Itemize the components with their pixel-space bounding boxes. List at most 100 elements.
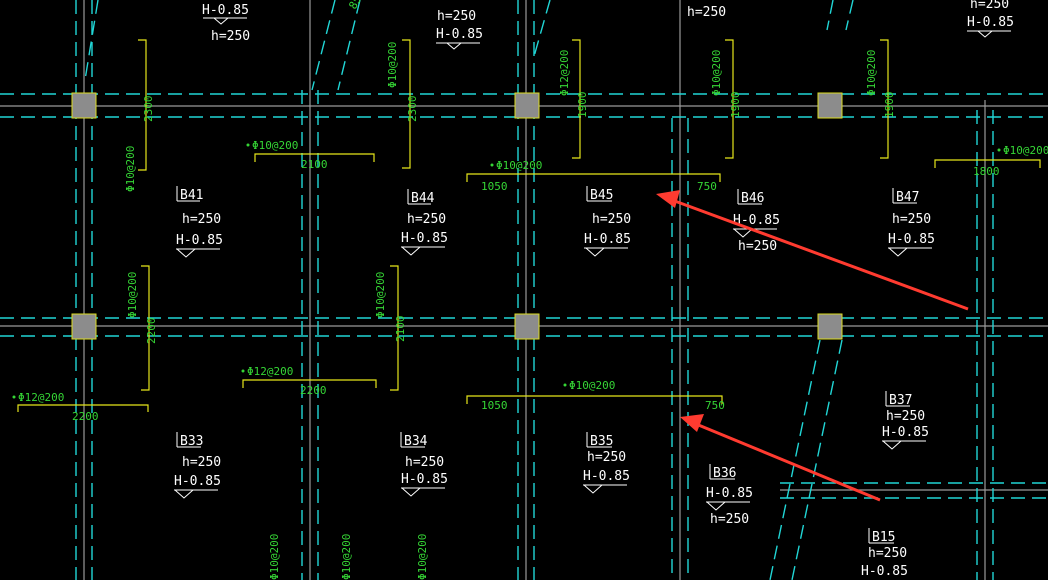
slab-thickness[interactable]: h=250 bbox=[687, 5, 726, 20]
slab-label[interactable]: B35 h=250 H-0.85 bbox=[583, 432, 630, 494]
rebar-spec-label[interactable]: Φ10@200 bbox=[416, 534, 429, 580]
dimension-label[interactable]: 2200 bbox=[145, 318, 158, 345]
rebar-spec-label[interactable]: Φ10@200 bbox=[865, 50, 878, 96]
slab-elevation[interactable]: H-0.85 bbox=[436, 27, 483, 42]
rebar-bracket-vertical bbox=[138, 39, 147, 171]
rebar-spec-label[interactable]: Φ10@200 bbox=[710, 50, 723, 96]
slab-thickness[interactable]: h=250 bbox=[211, 29, 250, 44]
rebar-bracket-vertical bbox=[725, 39, 734, 159]
slab-name: B45 bbox=[590, 188, 613, 203]
column[interactable] bbox=[514, 313, 540, 340]
red-arrow bbox=[671, 198, 969, 311]
slab-label[interactable]: B47 h=250 H-0.85 bbox=[888, 188, 935, 257]
dimension-label[interactable]: 2300 bbox=[406, 96, 419, 123]
rebar-spec-label[interactable]: Φ12@200 bbox=[558, 50, 571, 96]
rebar-bracket-vertical bbox=[880, 39, 889, 159]
slab-elevation: H-0.85 bbox=[401, 472, 448, 487]
column[interactable] bbox=[817, 92, 843, 119]
rebar-marks bbox=[17, 39, 1041, 412]
slab-label[interactable]: B36 H-0.85 h=250 bbox=[706, 464, 753, 527]
slab-name: B44 bbox=[411, 191, 435, 206]
slab-thickness: h=250 bbox=[886, 409, 925, 424]
column[interactable] bbox=[71, 92, 97, 119]
annotation-arrows bbox=[656, 190, 969, 502]
arrowhead-icon bbox=[680, 414, 704, 432]
slab-elevation[interactable]: H-0.85 bbox=[967, 15, 1014, 30]
slab-thickness: h=250 bbox=[592, 212, 631, 227]
slab-thickness[interactable]: h=250 bbox=[437, 9, 476, 24]
slab-label[interactable]: B37 h=250 H-0.85 bbox=[882, 391, 929, 450]
dimension-label[interactable]: 1900 bbox=[729, 92, 742, 119]
slab-thickness: h=250 bbox=[182, 455, 221, 470]
slab-elevation: H-0.85 bbox=[583, 469, 630, 484]
rebar-spec-label[interactable]: Φ10@200 bbox=[126, 272, 139, 318]
slab-thickness: h=250 bbox=[868, 546, 907, 561]
rebar-spec-label[interactable]: Φ10@200 bbox=[374, 272, 387, 318]
dimension-label[interactable]: 2300 bbox=[142, 96, 155, 123]
slab-name: B35 bbox=[590, 434, 613, 449]
slab-elevation: H-0.85 bbox=[401, 231, 448, 246]
rebar-annotations: Φ10@200 Φ10@200 Φ10@200 Φ12@200 Φ10@200 … bbox=[12, 0, 1048, 580]
dimension-label[interactable]: 1900 bbox=[576, 92, 589, 119]
dimension-label[interactable]: 1900 bbox=[883, 92, 896, 119]
columns bbox=[71, 92, 843, 340]
slab-thickness: h=250 bbox=[892, 212, 931, 227]
slab-elevation: H-0.85 bbox=[888, 232, 935, 247]
rebar-bracket-vertical bbox=[141, 265, 150, 391]
slab-label[interactable]: B15 h=250 H-0.85 bbox=[861, 528, 908, 579]
dimension-label[interactable]: 2100 bbox=[394, 316, 407, 343]
column[interactable] bbox=[817, 313, 843, 340]
slab-label[interactable]: B34 h=250 H-0.85 bbox=[400, 432, 448, 497]
dimension-label[interactable]: 85 bbox=[346, 0, 364, 11]
dimension-label[interactable]: 2200 bbox=[300, 384, 327, 397]
rebar-spec-label[interactable]: Φ10@200 bbox=[124, 146, 137, 192]
slab-name: B41 bbox=[180, 188, 203, 203]
slab-name: B36 bbox=[713, 466, 736, 481]
slab-name: B37 bbox=[889, 393, 912, 408]
dimension-label[interactable]: 750 bbox=[697, 180, 717, 193]
rebar-bracket-vertical bbox=[402, 39, 411, 169]
rebar-bracket-horizontal bbox=[254, 153, 375, 162]
rebar-spec-label[interactable]: Φ10@200 bbox=[252, 139, 298, 152]
rebar-bracket-horizontal bbox=[934, 159, 1041, 168]
slab-name: B15 bbox=[872, 530, 895, 545]
rebar-bracket-horizontal bbox=[466, 395, 723, 404]
slab-elevation: H-0.85 bbox=[861, 564, 908, 579]
rebar-spec-label[interactable]: Φ10@200 bbox=[386, 42, 399, 88]
slab-label[interactable]: B44 h=250 H-0.85 bbox=[401, 189, 448, 256]
slab-thickness: h=250 bbox=[710, 512, 749, 527]
rebar-spec-label[interactable]: Φ10@200 bbox=[268, 534, 281, 580]
dimension-label[interactable]: 1800 bbox=[973, 165, 1000, 178]
rebar-spec-label[interactable]: Φ10@200 bbox=[1003, 144, 1048, 157]
rebar-spec-label[interactable]: Φ10@200 bbox=[340, 534, 353, 580]
slab-thickness: h=250 bbox=[405, 455, 444, 470]
slab-thickness[interactable]: h=250 bbox=[970, 0, 1009, 12]
rebar-spec-label[interactable]: Φ10@200 bbox=[569, 379, 615, 392]
slab-thickness: h=250 bbox=[587, 450, 626, 465]
slab-name: B47 bbox=[896, 190, 919, 205]
slab-name: B33 bbox=[180, 434, 203, 449]
top-fragment-labels: H-0.85 h=250 h=250 H-0.85 h=250 h=250 H-… bbox=[202, 0, 1014, 50]
slab-label[interactable]: B33 h=250 H-0.85 bbox=[174, 432, 221, 499]
rebar-bracket-horizontal bbox=[242, 379, 377, 388]
rebar-bracket-horizontal bbox=[17, 404, 149, 412]
slab-label[interactable]: B41 h=250 H-0.85 bbox=[176, 186, 223, 258]
rebar-bracket-vertical bbox=[572, 39, 581, 159]
dimension-label[interactable]: 750 bbox=[705, 399, 725, 412]
column[interactable] bbox=[71, 313, 97, 340]
dimension-label[interactable]: 2100 bbox=[301, 158, 328, 171]
slab-label[interactable]: B46 H-0.85 h=250 bbox=[733, 189, 780, 254]
dimension-label[interactable]: 1050 bbox=[481, 180, 508, 193]
rebar-spec-label[interactable]: Φ10@200 bbox=[496, 159, 542, 172]
slab-elevation[interactable]: H-0.85 bbox=[202, 3, 249, 18]
column[interactable] bbox=[514, 92, 540, 119]
rebar-spec-label[interactable]: Φ12@200 bbox=[247, 365, 293, 378]
slab-label[interactable]: B45 h=250 H-0.85 bbox=[584, 186, 631, 257]
slab-elevation: H-0.85 bbox=[584, 232, 631, 247]
rebar-spec-label[interactable]: Φ12@200 bbox=[18, 391, 64, 404]
dimension-label[interactable]: 2200 bbox=[72, 410, 99, 423]
dimension-label[interactable]: 1050 bbox=[481, 399, 508, 412]
